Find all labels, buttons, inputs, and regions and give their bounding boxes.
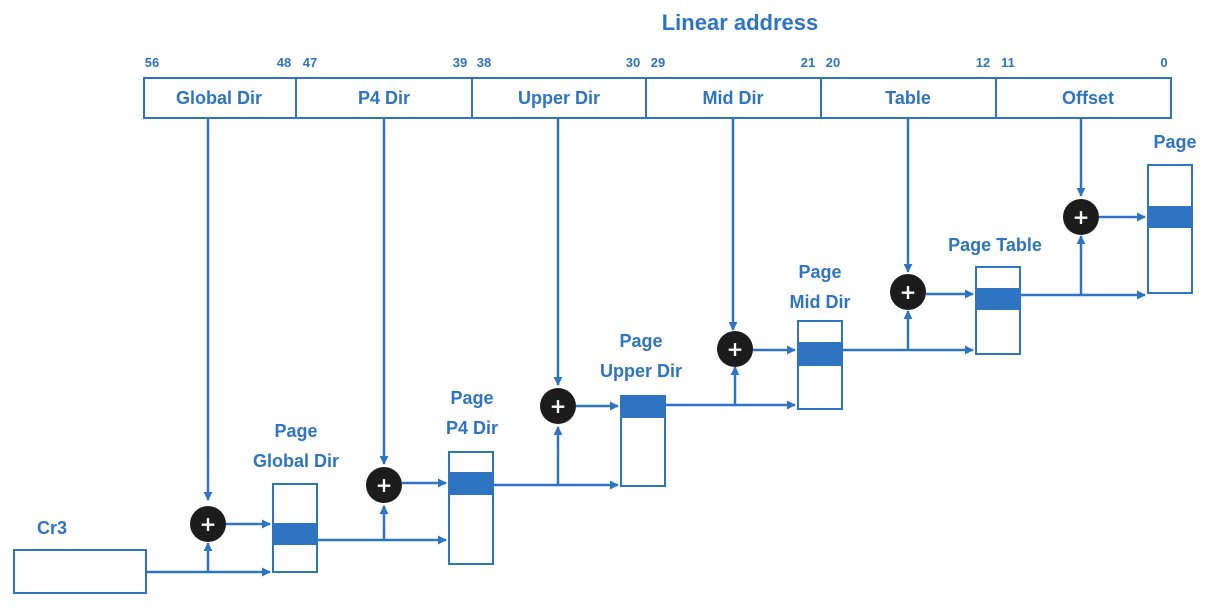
plus-icon: + bbox=[550, 394, 567, 418]
bit-number-0: 0 bbox=[1160, 55, 1167, 70]
stage-label-page-p4-dir-line1: Page bbox=[450, 388, 493, 408]
plus-icon: + bbox=[1073, 205, 1090, 229]
stage-label-page-upper-dir-line2: Upper Dir bbox=[600, 361, 682, 381]
bit-number-20: 20 bbox=[826, 55, 840, 70]
stage-label-page-mid-dir-line2: Mid Dir bbox=[790, 292, 851, 312]
diagram-title: Linear address bbox=[662, 10, 819, 35]
connector-lines bbox=[146, 118, 1146, 577]
field-label-table: Table bbox=[885, 88, 931, 108]
field-label-mid-dir: Mid Dir bbox=[703, 88, 764, 108]
bit-number-48: 48 bbox=[277, 55, 291, 70]
cr3-label: Cr3 bbox=[37, 518, 67, 538]
table-page-p4-dir bbox=[448, 451, 494, 565]
adder-node: + bbox=[717, 331, 753, 367]
field-label-p4-dir: P4 Dir bbox=[358, 88, 410, 108]
table-page-global-dir bbox=[272, 483, 318, 573]
adder-node: + bbox=[540, 388, 576, 424]
plus-icon: + bbox=[727, 337, 744, 361]
bit-number-38: 38 bbox=[477, 55, 491, 70]
stage-label-page-mid-dir-line1: Page bbox=[798, 262, 841, 282]
adder-node: + bbox=[366, 467, 402, 503]
plus-icon: + bbox=[200, 512, 217, 536]
bit-number-56: 56 bbox=[145, 55, 159, 70]
table-page-table bbox=[975, 266, 1021, 355]
bit-number-11: 11 bbox=[1001, 55, 1015, 70]
bit-number-39: 39 bbox=[453, 55, 467, 70]
bit-number-21: 21 bbox=[801, 55, 815, 70]
table-page bbox=[1147, 164, 1193, 294]
stage-label-page: Page bbox=[1153, 132, 1196, 152]
stage-label-page-global-dir-line1: Page bbox=[274, 421, 317, 441]
linear-address-register bbox=[143, 77, 1172, 119]
stage-label-page-global-dir-line2: Global Dir bbox=[253, 451, 339, 471]
bit-number-29: 29 bbox=[651, 55, 665, 70]
bit-number-47: 47 bbox=[303, 55, 317, 70]
stage-label-page-table: Page Table bbox=[948, 235, 1042, 255]
plus-icon: + bbox=[900, 280, 917, 304]
stage-label-page-upper-dir-line1: Page bbox=[619, 331, 662, 351]
bit-number-30: 30 bbox=[626, 55, 640, 70]
bit-number-12: 12 bbox=[976, 55, 990, 70]
adder-node: + bbox=[1063, 199, 1099, 235]
cr3-register bbox=[13, 549, 147, 594]
field-label-offset: Offset bbox=[1062, 88, 1114, 108]
stage-label-page-p4-dir-line2: P4 Dir bbox=[446, 418, 498, 438]
field-label-upper-dir: Upper Dir bbox=[518, 88, 600, 108]
field-label-global-dir: Global Dir bbox=[176, 88, 262, 108]
plus-icon: + bbox=[376, 473, 393, 497]
table-page-mid-dir bbox=[797, 320, 843, 410]
table-page-upper-dir bbox=[620, 395, 666, 487]
adder-node: + bbox=[890, 274, 926, 310]
adder-node: + bbox=[190, 506, 226, 542]
